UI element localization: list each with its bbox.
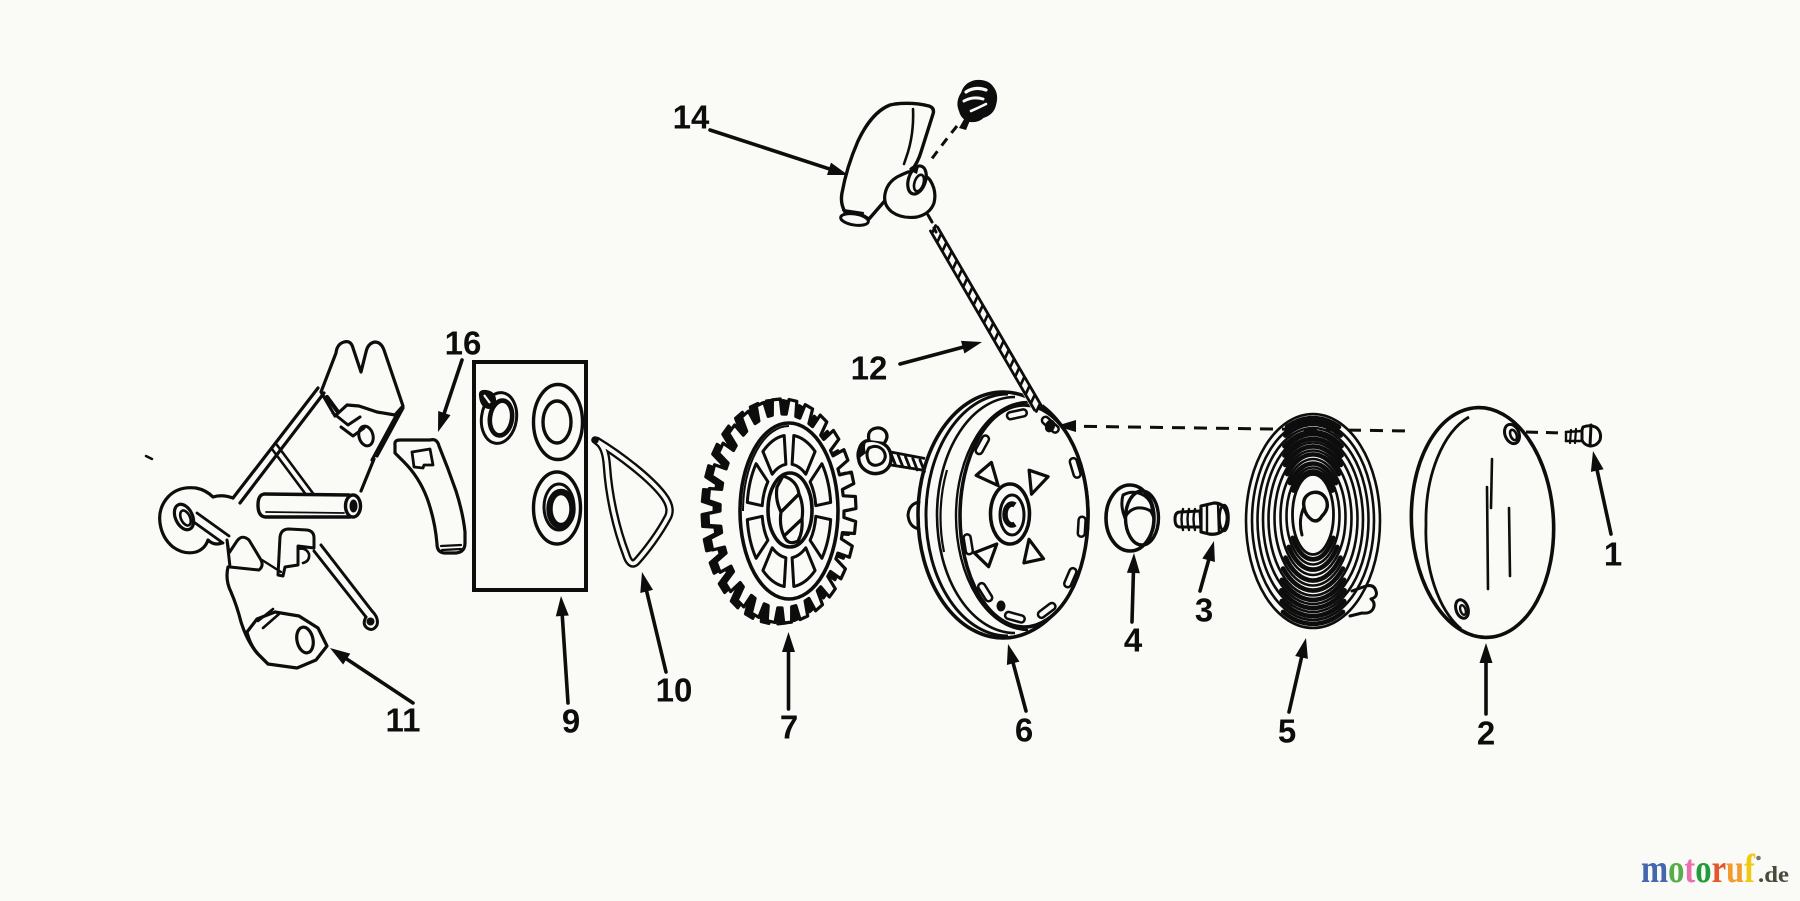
svg-text:9: 9 [562, 703, 580, 740]
svg-text:7: 7 [780, 709, 798, 746]
svg-text:5: 5 [1278, 713, 1296, 750]
svg-text:6: 6 [1015, 712, 1033, 749]
svg-text:12: 12 [851, 350, 888, 387]
svg-text:4: 4 [1124, 622, 1143, 659]
svg-text:motoruf: motoruf [1641, 846, 1756, 891]
svg-text:1: 1 [1604, 536, 1622, 573]
svg-text:16: 16 [445, 325, 482, 362]
svg-text:.de: .de [1758, 862, 1789, 887]
svg-text:10: 10 [656, 672, 693, 709]
svg-text:14: 14 [673, 99, 710, 136]
svg-text:3: 3 [1195, 592, 1213, 629]
svg-text:2: 2 [1477, 715, 1495, 752]
svg-text:11: 11 [386, 702, 421, 739]
